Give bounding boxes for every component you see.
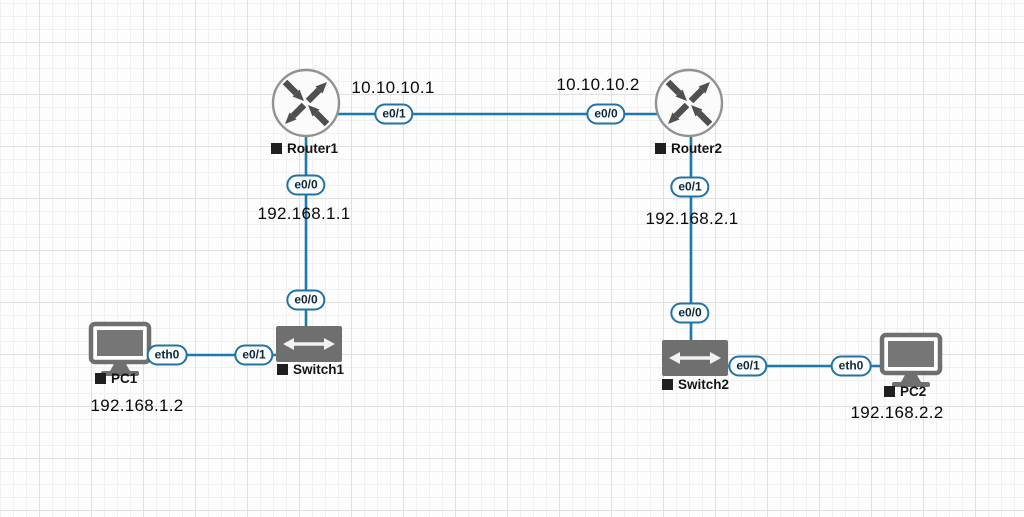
node-status-square bbox=[271, 143, 282, 154]
node-status-square bbox=[884, 386, 895, 397]
ip-note-pc2[interactable]: 192.168.2.2 bbox=[850, 403, 944, 422]
interface-label-router1-e0-1[interactable]: e0/1 bbox=[374, 103, 414, 125]
node-label-text: Router2 bbox=[671, 141, 723, 156]
router-icon bbox=[271, 68, 341, 138]
node-label-pc2[interactable]: PC2 bbox=[884, 384, 926, 399]
ethernet-switch-icon bbox=[662, 340, 728, 376]
node-router1[interactable] bbox=[271, 68, 341, 143]
ip-note-pc1[interactable]: 192.168.1.2 bbox=[90, 396, 184, 415]
node-label-switch1[interactable]: Switch1 bbox=[277, 362, 344, 377]
node-router2[interactable] bbox=[654, 68, 724, 143]
node-switch2[interactable] bbox=[662, 340, 728, 381]
node-label-text: PC1 bbox=[111, 371, 138, 386]
ip-note-router1-wan[interactable]: 10.10.10.1 bbox=[351, 78, 435, 97]
interface-label-switch1-e0-0[interactable]: e0/0 bbox=[286, 289, 326, 311]
node-label-router1[interactable]: Router1 bbox=[271, 141, 338, 156]
node-switch1[interactable] bbox=[276, 326, 342, 367]
interface-label-switch2-e0-1[interactable]: e0/1 bbox=[728, 355, 768, 377]
node-status-square bbox=[95, 373, 106, 384]
interface-label-router2-e0-1[interactable]: e0/1 bbox=[670, 176, 710, 198]
interface-label-router2-e0-0[interactable]: e0/0 bbox=[586, 103, 626, 125]
ip-note-router1-lan[interactable]: 192.168.1.1 bbox=[257, 204, 351, 223]
node-label-text: PC2 bbox=[900, 384, 927, 399]
ip-note-router2-lan[interactable]: 192.168.2.1 bbox=[645, 209, 739, 228]
node-label-text: Router1 bbox=[287, 141, 339, 156]
router-icon bbox=[654, 68, 724, 138]
interface-label-switch1-e0-1[interactable]: e0/1 bbox=[234, 344, 274, 366]
interface-label-switch2-e0-0[interactable]: e0/0 bbox=[670, 302, 710, 324]
ethernet-switch-icon bbox=[276, 326, 342, 362]
pc-icon bbox=[88, 321, 152, 376]
node-status-square bbox=[662, 379, 673, 390]
interface-label-router1-e0-0[interactable]: e0/0 bbox=[286, 174, 326, 196]
node-label-text: Switch2 bbox=[678, 377, 730, 392]
ip-note-router2-wan[interactable]: 10.10.10.2 bbox=[556, 75, 640, 94]
interface-label-pc2-eth0[interactable]: eth0 bbox=[830, 355, 872, 377]
node-status-square bbox=[277, 364, 288, 375]
node-pc2[interactable] bbox=[879, 332, 943, 393]
node-status-square bbox=[655, 143, 666, 154]
interface-label-pc1-eth0[interactable]: eth0 bbox=[146, 344, 188, 366]
node-label-switch2[interactable]: Switch2 bbox=[662, 377, 729, 392]
node-label-pc1[interactable]: PC1 bbox=[95, 371, 137, 386]
node-pc1[interactable] bbox=[88, 321, 152, 382]
node-label-router2[interactable]: Router2 bbox=[655, 141, 722, 156]
pc-icon bbox=[879, 332, 943, 387]
node-label-text: Switch1 bbox=[293, 362, 345, 377]
